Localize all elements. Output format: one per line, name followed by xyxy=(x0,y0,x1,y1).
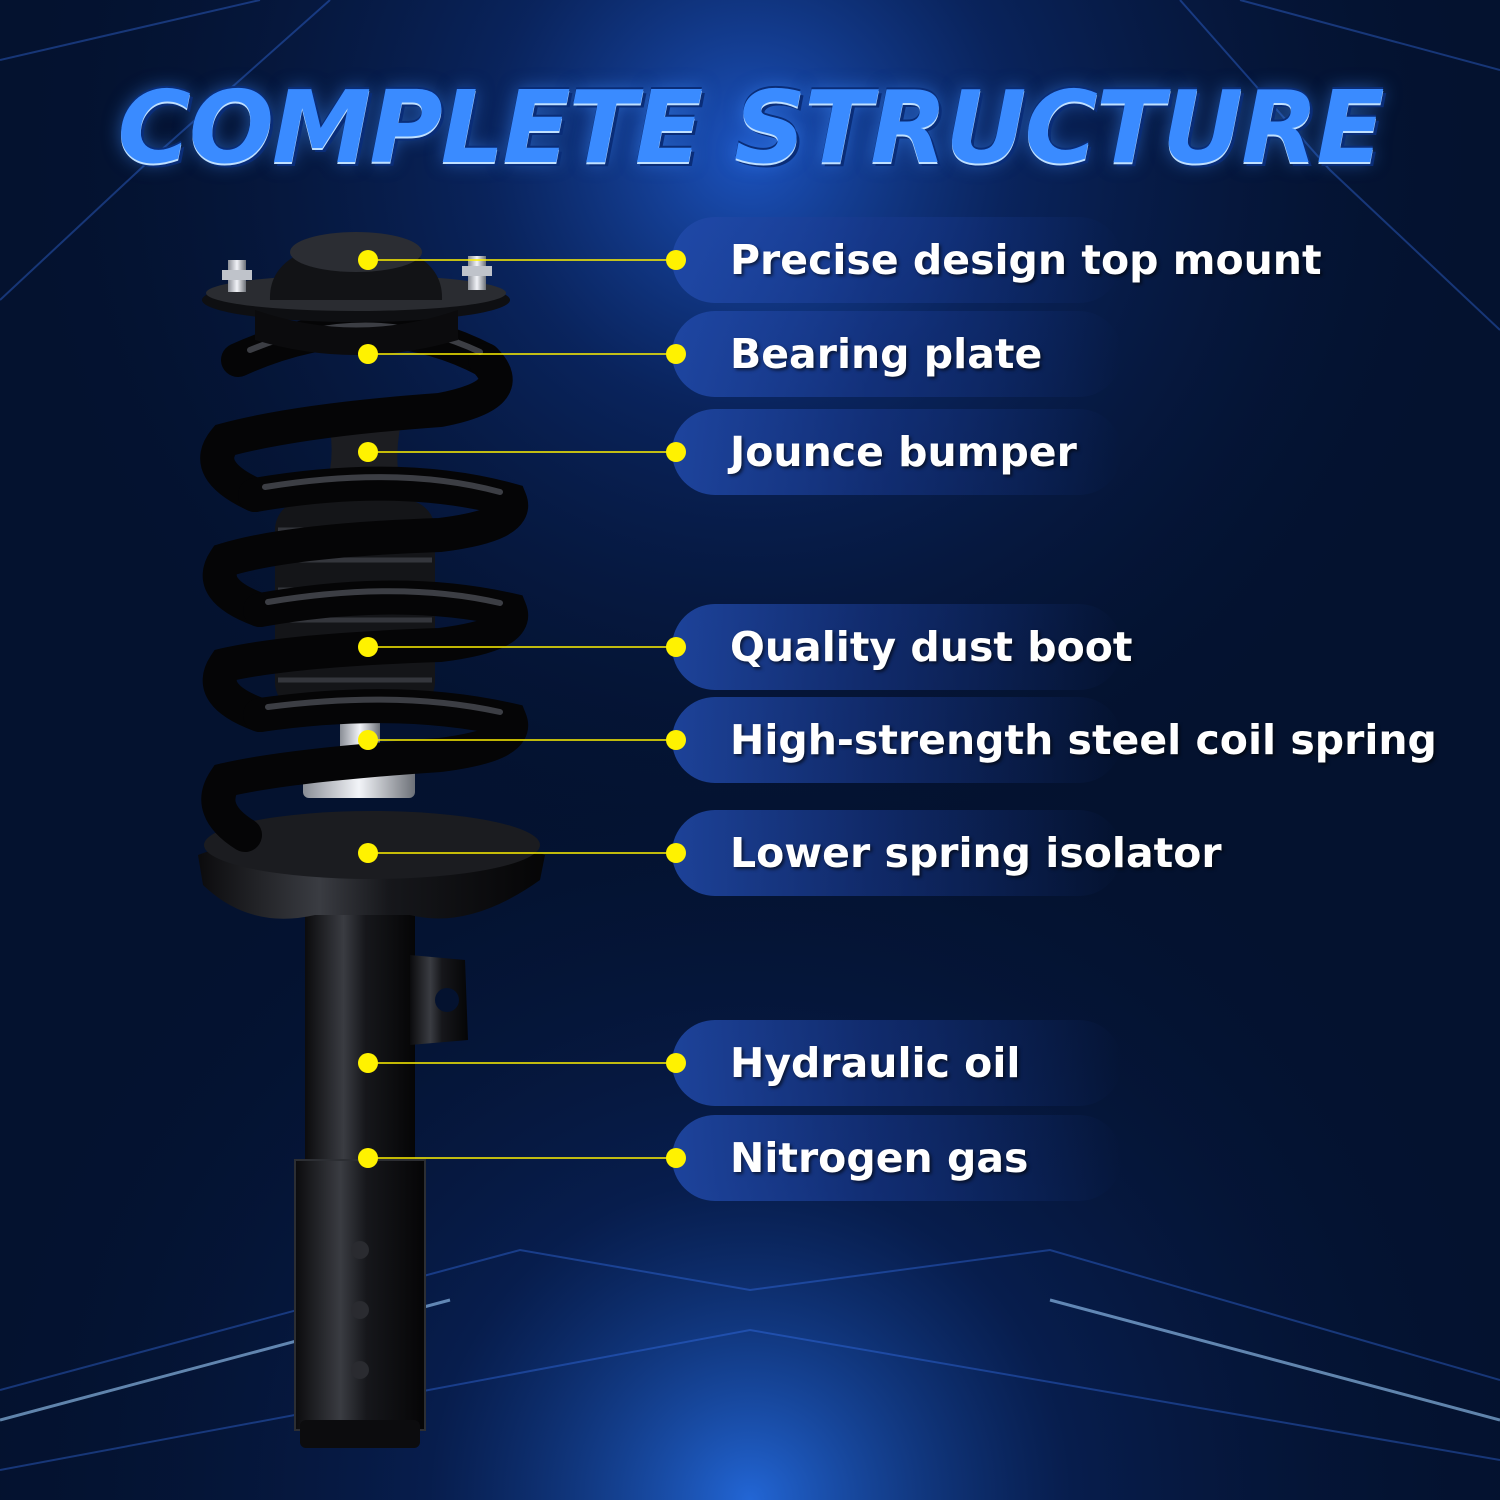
marker-dot-top-mount xyxy=(358,250,378,270)
marker-dot-nitrogen-gas-end xyxy=(666,1148,686,1168)
callout-pill xyxy=(672,1020,1122,1106)
marker-dot-jounce-bumper xyxy=(358,442,378,462)
callout-pill xyxy=(672,810,1122,896)
marker-dot-coil-spring-end xyxy=(666,730,686,750)
label-dust-boot: Quality dust boot xyxy=(730,623,1133,671)
marker-dot-top-mount-end xyxy=(666,250,686,270)
marker-dot-jounce-bumper-end xyxy=(666,442,686,462)
callout-pill xyxy=(672,1115,1122,1201)
page-title: COMPLETE STRUCTURE xyxy=(117,69,1384,186)
callout-pill xyxy=(672,311,1122,397)
top-mount xyxy=(202,232,510,322)
label-hydraulic-oil: Hydraulic oil xyxy=(730,1039,1021,1087)
coil-spring xyxy=(200,313,528,852)
marker-dot-hydraulic-oil xyxy=(358,1053,378,1073)
callout-pill xyxy=(672,217,1122,303)
label-spring-isolator: Lower spring isolator xyxy=(730,829,1222,877)
callout-pill xyxy=(672,409,1122,495)
label-jounce-bumper: Jounce bumper xyxy=(730,428,1077,476)
marker-dot-hydraulic-oil-end xyxy=(666,1053,686,1073)
label-top-mount: Precise design top mount xyxy=(730,236,1322,284)
marker-dot-spring-isolator-end xyxy=(666,843,686,863)
marker-dot-dust-boot-end xyxy=(666,637,686,657)
label-nitrogen-gas: Nitrogen gas xyxy=(730,1134,1029,1182)
bearing-plate xyxy=(255,310,458,355)
callout-pill xyxy=(672,697,1122,783)
marker-dot-bearing-plate xyxy=(358,344,378,364)
strut-body xyxy=(294,915,468,1448)
callout-pill xyxy=(672,604,1122,690)
label-bearing-plate: Bearing plate xyxy=(730,330,1043,378)
marker-dot-dust-boot xyxy=(358,637,378,657)
marker-dot-spring-isolator xyxy=(358,843,378,863)
marker-dot-nitrogen-gas xyxy=(358,1148,378,1168)
marker-dot-bearing-plate-end xyxy=(666,344,686,364)
marker-dot-coil-spring xyxy=(358,730,378,750)
label-coil-spring: High-strength steel coil spring xyxy=(730,716,1437,764)
